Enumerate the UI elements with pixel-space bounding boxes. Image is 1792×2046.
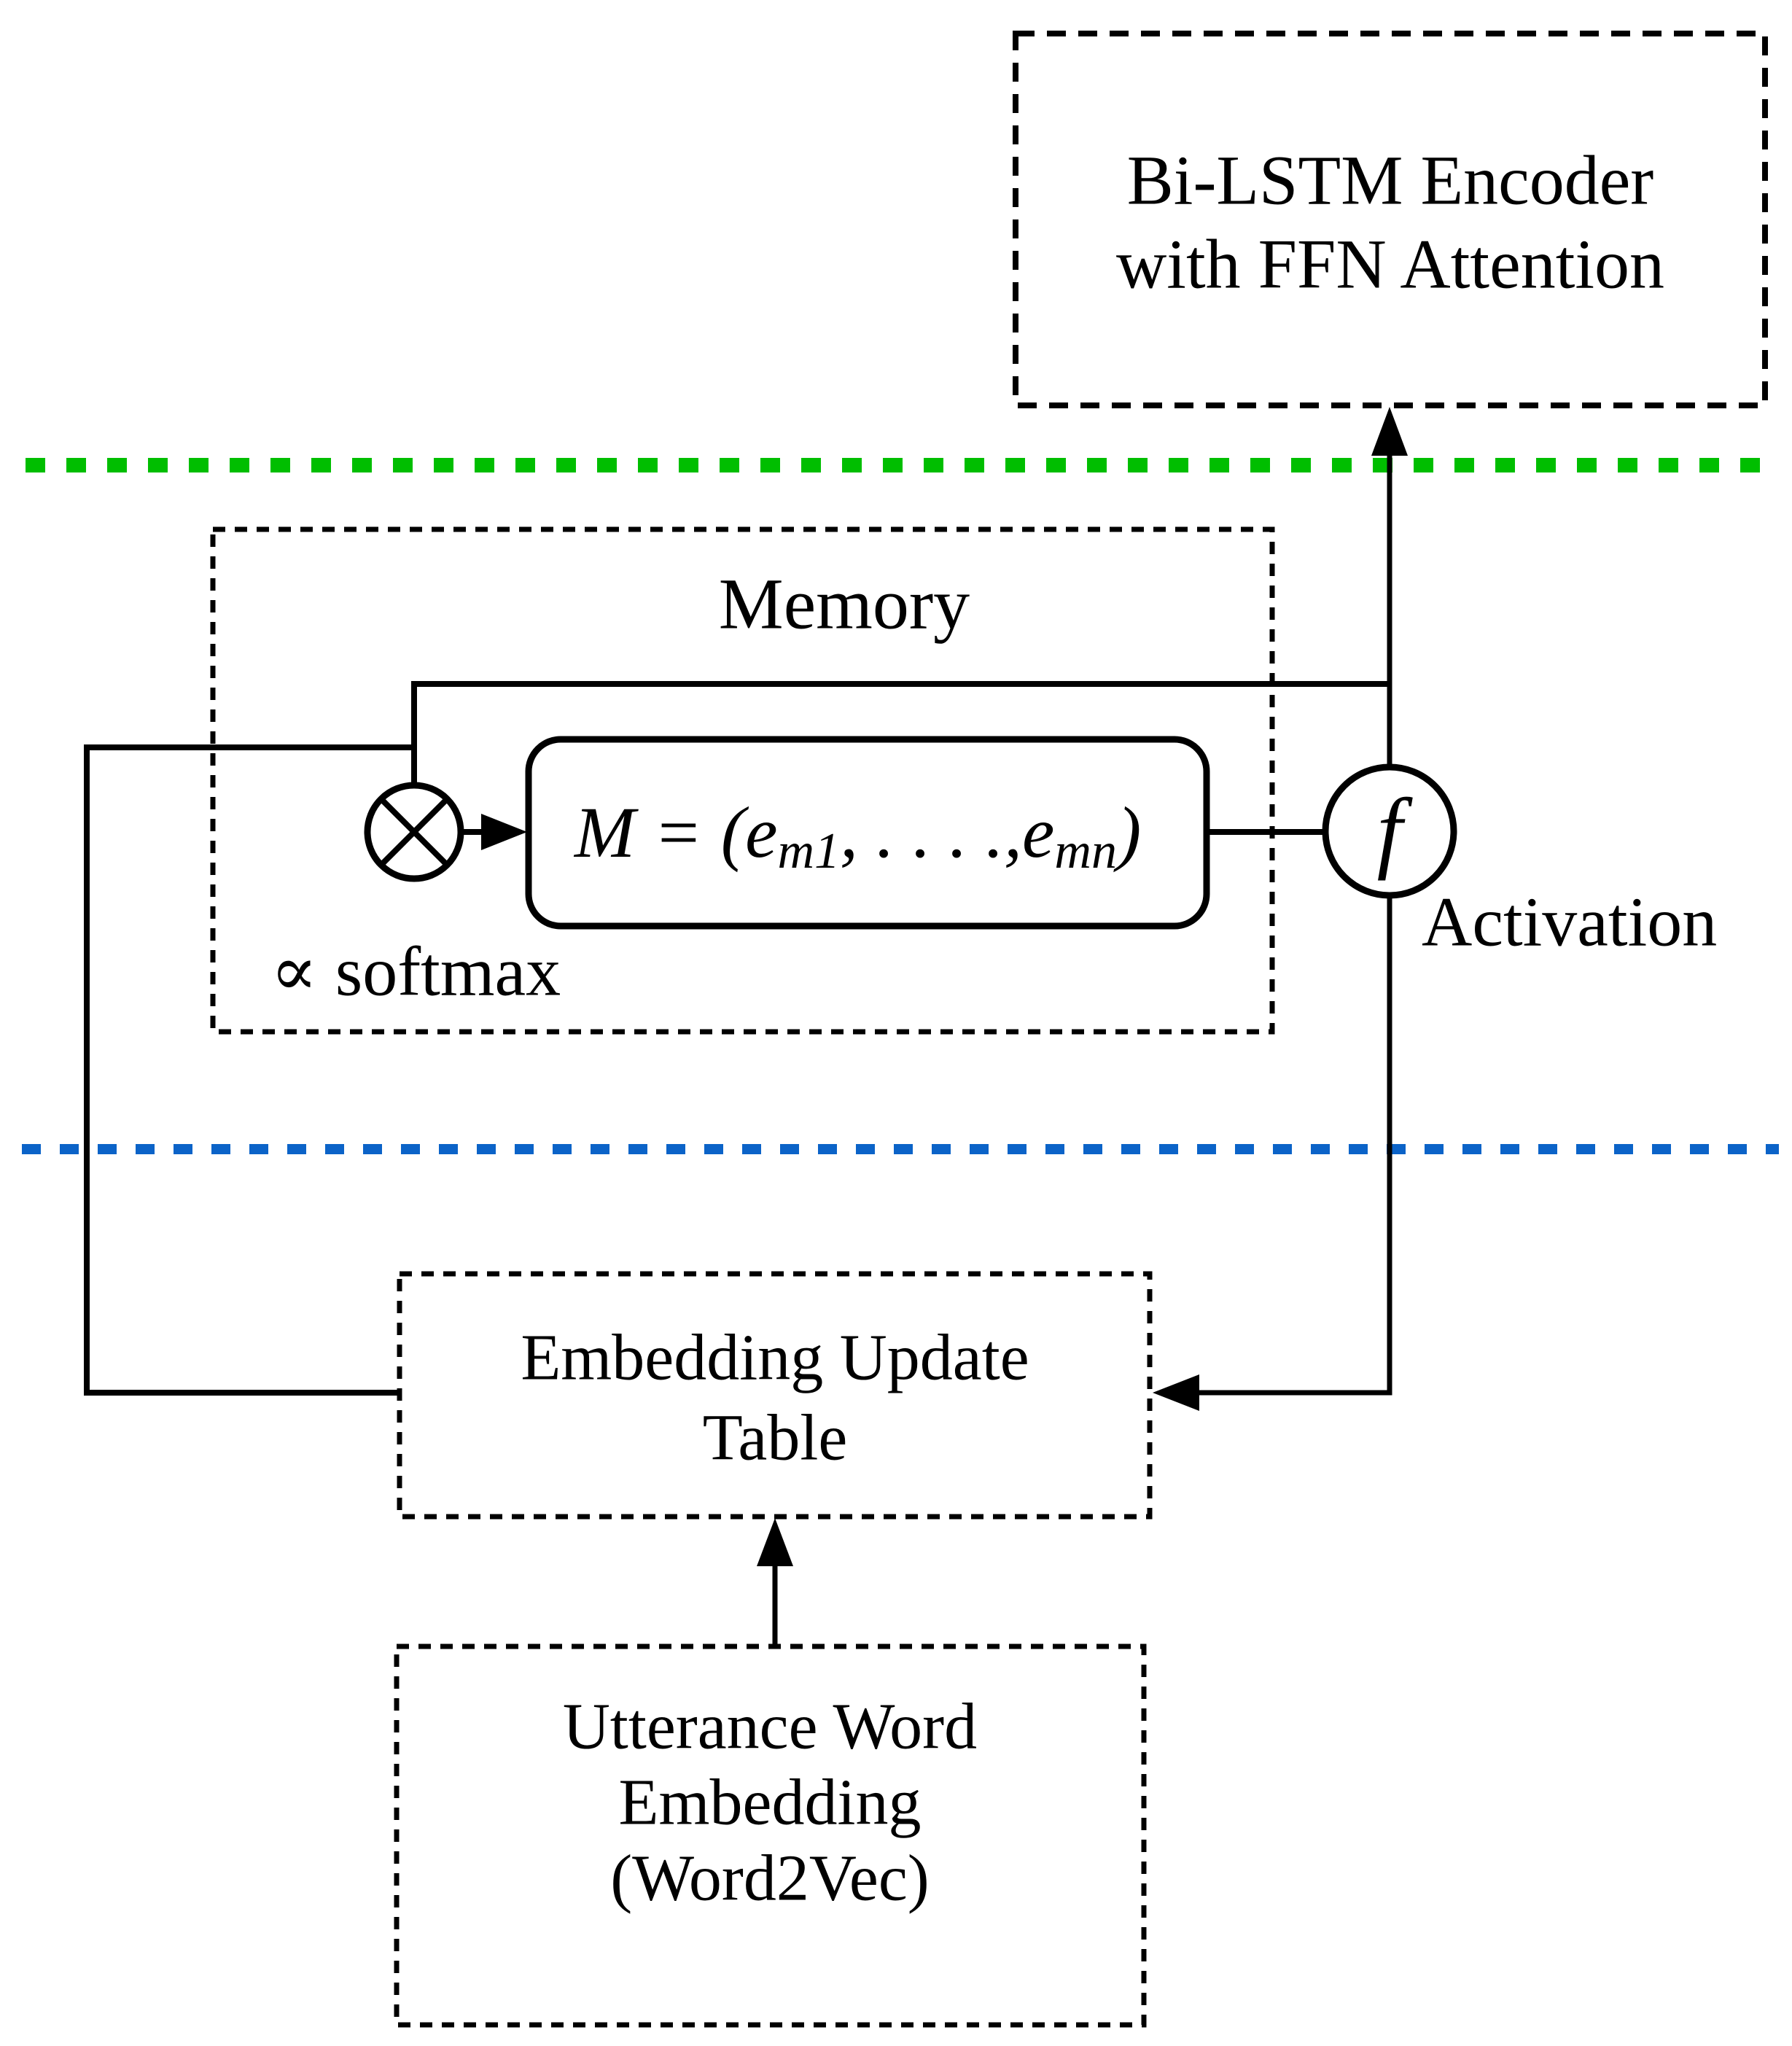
activation-label: Activation — [1422, 883, 1717, 961]
utterance-label-line2: Embedding — [619, 1767, 922, 1839]
circled-times-icon — [364, 782, 464, 882]
embedding-right-arrowhead — [1153, 1374, 1199, 1411]
softmax-label: ∝ softmax — [270, 933, 561, 1011]
activation-circle — [1322, 763, 1457, 899]
encoder-label-line1: Bi-LSTM Encoder — [1127, 141, 1654, 219]
encoder-box — [1013, 31, 1768, 408]
embedding-update-box — [397, 1271, 1153, 1520]
encoder-arrowhead — [1371, 407, 1408, 456]
formula-middle: , . . . .,e — [840, 792, 1054, 873]
circled-times-circle — [364, 782, 464, 882]
memory-matrix-box — [525, 736, 1210, 930]
feedback-line-left — [84, 744, 414, 1396]
embedding-bottom-arrowhead — [757, 1518, 793, 1566]
formula-prefix: M = (e — [573, 792, 777, 873]
memory-output-line — [411, 681, 1390, 785]
utterance-box — [394, 1644, 1147, 2028]
embedding-update-label-line2: Table — [703, 1402, 848, 1474]
embedding-update-label-line1: Embedding Update — [521, 1322, 1029, 1394]
utterance-label-line3: (Word2Vec) — [610, 1843, 930, 1915]
circled-times-stroke-2 — [380, 798, 448, 866]
activation-to-embedding-line — [1197, 895, 1392, 1396]
encoder-label-line2: with FFN Attention — [1116, 225, 1664, 303]
memory-box — [210, 526, 1275, 1035]
utterance-label-line1: Utterance Word — [563, 1691, 977, 1763]
memory-title: Memory — [719, 564, 970, 645]
formula-subscript-m1: m1 — [777, 823, 840, 879]
otimes-to-memory-arrowhead — [481, 814, 527, 850]
formula-suffix: ) — [1113, 792, 1141, 873]
formula-subscript-mn: mn — [1054, 823, 1117, 879]
memory-formula: M = (em1, . . . .,emn) — [573, 792, 1141, 879]
